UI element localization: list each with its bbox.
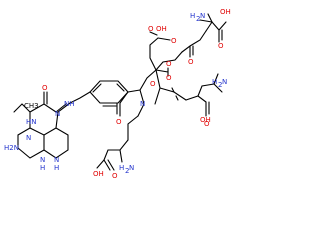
- bond: [205, 21, 213, 32]
- atom-label-o: O: [148, 25, 154, 33]
- bond: [116, 102, 121, 117]
- bond: [171, 87, 179, 101]
- atom-label-o: O: [42, 84, 48, 92]
- atom-label-n: N: [26, 134, 31, 142]
- bond: [127, 115, 139, 141]
- atom-label-oh: OH: [200, 116, 211, 124]
- bond: [218, 29, 223, 43]
- bond: [119, 149, 123, 163]
- atom-label-o: O: [166, 74, 172, 82]
- atom-label-subscript: 2: [125, 167, 129, 175]
- atom-label-h: H: [54, 164, 59, 172]
- bond: [149, 31, 171, 41]
- atom-label-n: N: [129, 164, 134, 172]
- atom-label-o: O: [116, 118, 122, 126]
- atom-labels: OH O H 2 N O OH O O O O O N H 2 N OH O O…: [4, 8, 231, 180]
- atom-label-n: N: [40, 156, 45, 164]
- atom-label-o: O: [171, 37, 177, 45]
- atom-label-methyl: CH3: [24, 102, 39, 110]
- bond: [197, 83, 215, 97]
- atom-label-h: H: [119, 164, 124, 172]
- bond: [55, 103, 67, 113]
- atom-label-o: O: [150, 80, 156, 88]
- atom-label-oh: OH: [156, 25, 167, 33]
- bond: [139, 69, 157, 91]
- bond: [155, 67, 169, 77]
- bond: [69, 91, 91, 104]
- canvas-background: [0, 0, 250, 250]
- bond: [154, 87, 161, 105]
- bond: [189, 45, 194, 58]
- bond: [92, 83, 125, 107]
- bond: [155, 69, 161, 89]
- bond: [181, 30, 207, 53]
- atom-label-o: O: [112, 172, 118, 180]
- bond: [17, 134, 45, 159]
- atom-label-h: H: [190, 12, 195, 20]
- atom-label-o: O: [204, 120, 210, 128]
- atom-label-n: N: [200, 12, 205, 20]
- bond: [205, 101, 210, 117]
- atom-label-subscript: 2: [196, 15, 200, 23]
- atom-label-o: O: [218, 42, 224, 50]
- atom-label-n: N: [140, 100, 145, 108]
- bond: [149, 37, 159, 71]
- atom-label-subscript: 2: [218, 81, 222, 89]
- bond: [103, 139, 129, 161]
- bond: [213, 73, 223, 93]
- atom-label-o: O: [188, 58, 194, 66]
- atom-label-nh: NH: [64, 100, 75, 108]
- atom-label-h: H: [212, 78, 217, 86]
- bond: [155, 51, 183, 71]
- bond: [29, 102, 71, 136]
- bond: [199, 19, 213, 23]
- bond: [55, 127, 69, 136]
- atom-label-oh: OH: [220, 8, 231, 16]
- bond: [43, 134, 69, 159]
- atom-label-hn: HN: [26, 118, 37, 126]
- bond: [207, 13, 213, 23]
- bond: [13, 103, 31, 113]
- molecule-structure-diagram: OH O H 2 N O OH O O O O O N H 2 N OH O O…: [0, 0, 250, 250]
- bond: [137, 89, 145, 117]
- bond: [17, 127, 31, 149]
- atom-label-h: H: [40, 164, 45, 172]
- atom-label-n: N: [54, 156, 59, 164]
- atom-label-n: N: [222, 78, 227, 86]
- bond: [43, 91, 48, 105]
- atom-label-h2n: H2N: [4, 144, 19, 152]
- atom-label-oh: OH: [93, 170, 104, 178]
- bonds: [13, 13, 227, 171]
- bond: [96, 159, 115, 171]
- atom-label-o: O: [166, 60, 172, 68]
- atom-label-n: N: [55, 110, 60, 118]
